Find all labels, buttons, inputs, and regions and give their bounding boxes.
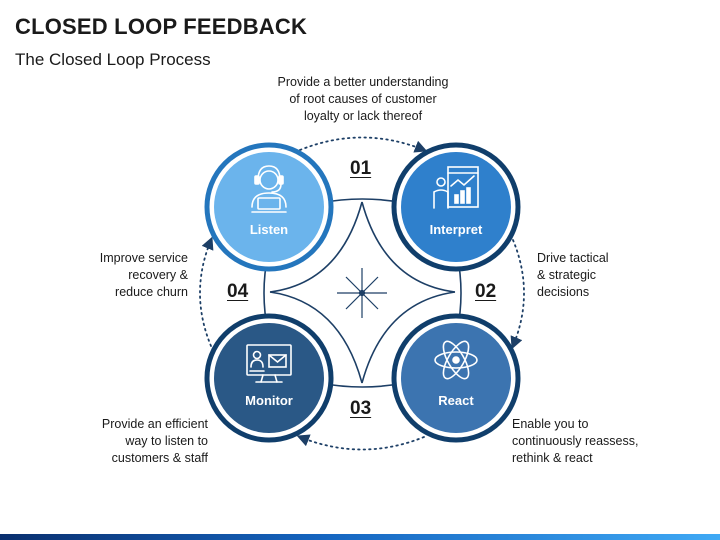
note-bottom-left-line: customers & staff [111,451,208,465]
note-top-line: Provide a better understanding [277,75,449,89]
star-arc-bottom-right [361,291,456,384]
arrow-bottom [296,434,425,451]
step-number-01: 01 [350,158,372,179]
stage-react: React [391,313,521,443]
sparkle-icon [337,268,387,318]
step-number-03: 03 [350,398,372,419]
note-left-line: recovery & [128,268,188,282]
stage-label-listen: Listen [250,222,288,237]
loop-arrows [199,136,525,451]
stage-interpret: Interpret [391,142,521,272]
stage-label-monitor: Monitor [245,393,293,408]
page-title: CLOSED LOOP FEEDBACK [15,14,308,39]
note-bottom-left-line: Provide an efficient [101,417,208,431]
note-right-line: Drive tactical [537,251,609,265]
note-top-line: loyalty or lack thereof [303,109,423,123]
page-subtitle: The Closed Loop Process [15,50,211,69]
step-number-02: 02 [475,281,497,302]
note-bottom-left: Provide an efficient way to listen to cu… [60,416,208,467]
headset-laptop-icon [251,165,287,213]
note-left-line: Improve service [99,251,188,265]
monitor-mail-icon [246,344,292,383]
note-bottom-right: Enable you to continuously reassess, ret… [512,416,672,467]
step-number-04: 04 [227,281,249,302]
arrow-top [299,136,428,153]
stage-listen: Listen [204,142,334,272]
note-bottom-right-line: Enable you to [512,417,589,431]
note-bottom-left-line: way to listen to [125,434,208,448]
note-right-line: decisions [537,285,590,299]
arrow-left [199,236,214,347]
note-top-line: of root causes of customer [289,92,437,106]
stage-label-interpret: Interpret [430,222,483,237]
note-left-line: reduce churn [115,285,188,299]
note-left: Improve service recovery & reduce churn [70,250,188,301]
bottom-accent-bar [0,534,720,540]
note-right-line: & strategic [537,268,597,282]
note-right: Drive tactical & strategic decisions [537,250,657,301]
atom-icon [434,340,478,380]
note-top: Provide a better understanding of root c… [262,74,464,125]
stage-monitor: Monitor [204,313,334,443]
note-bottom-right-line: continuously reassess, [512,434,639,448]
stage-label-react: React [438,393,474,408]
presentation-chart-icon [433,166,479,209]
star-arc-bottom-left [269,291,363,384]
star-arc-top-right [361,201,456,293]
star-arc-top-left [269,201,363,293]
note-bottom-right-line: rethink & react [512,451,593,465]
arrow-right [510,239,525,350]
